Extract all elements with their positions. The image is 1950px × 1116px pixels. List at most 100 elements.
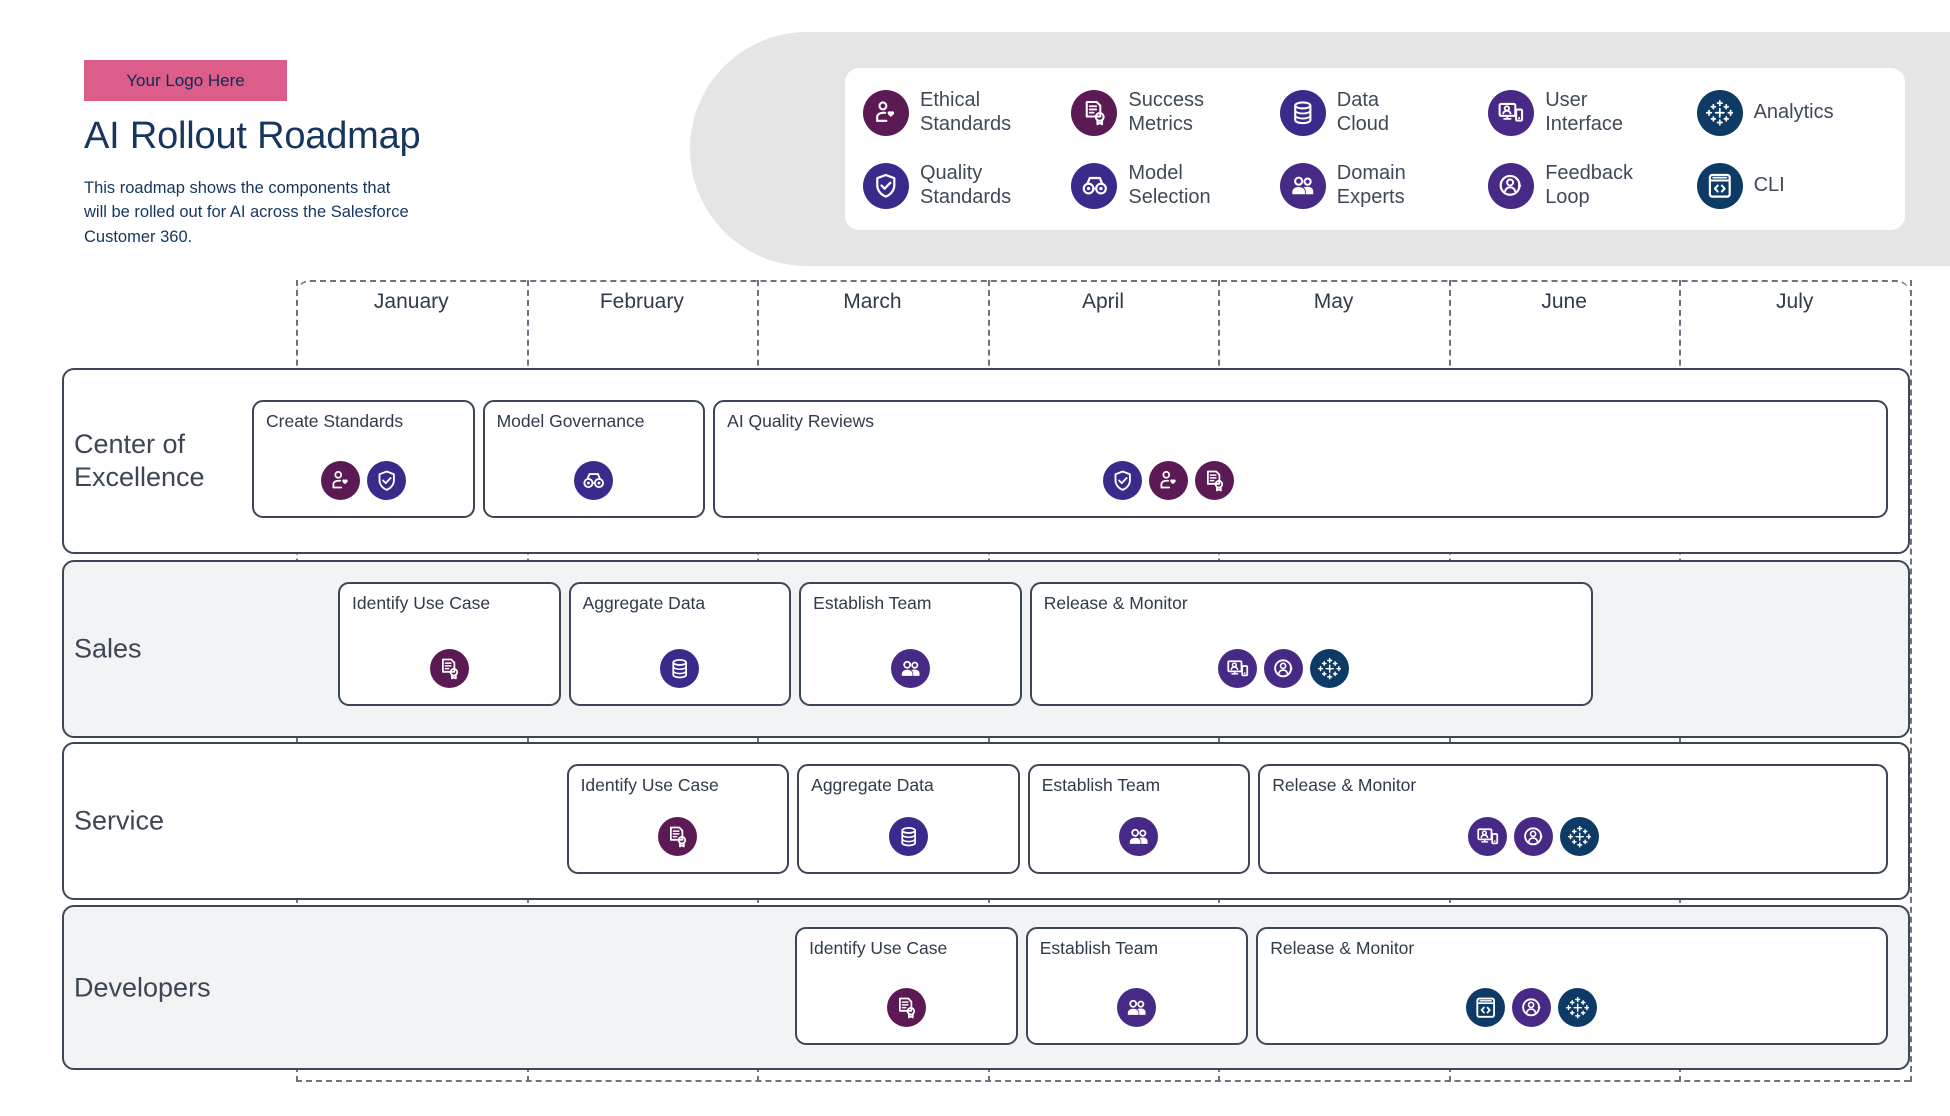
domain-experts-icon [890,649,930,688]
domain-experts-icon [1279,162,1326,209]
task-card[interactable]: Establish Team [1027,764,1251,874]
month-label-may: May [1313,290,1354,313]
task-card[interactable]: Identify Use Case [566,764,790,874]
task-card-icons [1032,649,1591,688]
task-card-title: Release & Monitor [1272,775,1417,795]
task-card[interactable]: Release & Monitor [1256,927,1888,1045]
task-card-icons [1258,988,1886,1027]
analytics-icon [1696,89,1743,136]
task-card-icons [569,817,788,856]
domain-experts-icon [1117,988,1157,1027]
task-card[interactable]: Identify Use Case [338,582,561,706]
quality-standards-icon [863,162,909,209]
month-label-april: April [1081,290,1124,313]
task-card[interactable]: Release & Monitor [1029,582,1593,706]
task-card-title: Identify Use Case [352,593,491,613]
task-card-icons [797,988,1016,1027]
task-card-title: Establish Team [813,593,932,613]
task-card-icons [571,649,790,688]
task-card[interactable]: Create Standards [252,400,475,518]
task-card-title: Establish Team [1041,775,1161,795]
task-card[interactable]: Release & Monitor [1258,764,1888,874]
task-card-title: Create Standards [266,411,404,431]
swimlane-label-service: Service [74,805,165,836]
swimlane-label-developers: Developers [74,972,211,1003]
analytics-icon [1560,817,1600,856]
task-card[interactable]: Establish Team [1025,927,1249,1045]
task-card-icons [1260,817,1886,856]
task-card[interactable]: Model Governance [482,400,706,518]
success-metrics-icon [886,988,926,1027]
timeline-header-frame [296,280,1910,340]
month-label-june: June [1541,290,1587,313]
task-card-title: Release & Monitor [1043,593,1188,613]
task-card-title: Identify Use Case [580,775,719,795]
task-card-icons [799,817,1018,856]
ethical-standards-icon [320,461,360,500]
analytics-icon [1309,649,1349,688]
task-card[interactable]: Aggregate Data [568,582,792,706]
task-card-title: Aggregate Data [582,593,706,613]
legend-item-label: CLI [1753,173,1785,196]
task-card-icons [485,461,704,500]
timeline-bottom-rule [296,1080,1910,1082]
task-card-title: Release & Monitor [1270,938,1415,958]
task-card-title: Model Governance [496,411,645,431]
success-metrics-icon [1071,89,1118,136]
feedback-loop-icon [1263,649,1303,688]
swimlane-label-sales: Sales [74,633,142,664]
task-card[interactable]: AI Quality Reviews [713,400,1888,518]
task-card-icons [715,461,1886,500]
user-interface-icon [1217,649,1257,688]
task-card-title: AI Quality Reviews [727,411,874,431]
task-card-icons [1030,817,1249,856]
feedback-loop-icon [1512,988,1552,1027]
model-selection-icon [574,461,614,500]
task-card-icons [801,649,1020,688]
task-card[interactable]: Establish Team [799,582,1022,706]
ethical-standards-icon [863,89,909,136]
month-label-july: July [1776,290,1814,313]
analytics-icon [1558,988,1598,1027]
success-metrics-icon [1195,461,1235,500]
task-card-icons [254,461,473,500]
legend-item-label: Analytics [1753,100,1834,123]
user-interface-icon [1488,89,1535,136]
task-card-title: Aggregate Data [811,775,934,795]
data-cloud-icon [1279,89,1326,136]
quality-standards-icon [366,461,406,500]
feedback-loop-icon [1514,817,1554,856]
legend-item-cli: CLI [1696,162,1905,209]
task-card[interactable]: Identify Use Case [795,927,1018,1045]
task-card-title: Identify Use Case [809,938,948,958]
task-card-icons [340,649,559,688]
page-title: AI Rollout Roadmap [84,115,421,157]
month-label-february: February [599,290,684,313]
logo-placeholder-label: Your Logo Here [126,70,245,90]
task-card-icons [1028,988,1247,1027]
model-selection-icon [1071,162,1118,209]
task-card-title: Establish Team [1039,938,1159,958]
quality-standards-icon [1103,461,1143,500]
success-metrics-icon [658,817,698,856]
cli-icon [1466,988,1506,1027]
task-card[interactable]: Aggregate Data [797,764,1020,874]
legend-item-analytics: Analytics [1696,89,1905,136]
feedback-loop-icon [1488,162,1535,209]
